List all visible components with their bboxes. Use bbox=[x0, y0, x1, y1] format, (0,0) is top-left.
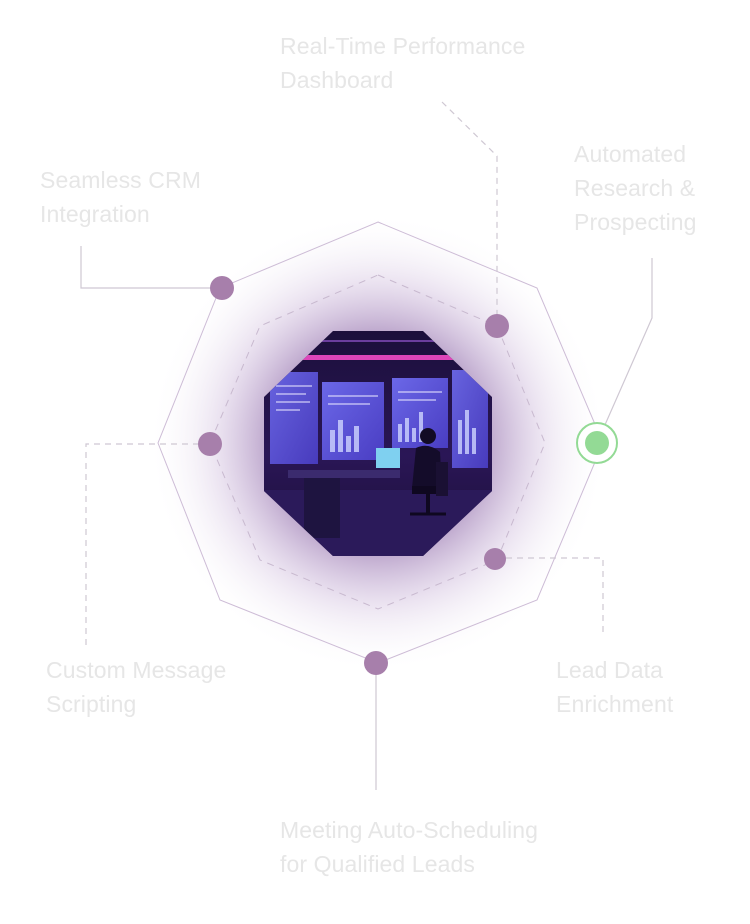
feature-label-enrich: Lead Data Enrichment bbox=[556, 653, 673, 721]
feature-label-crm: Seamless CRM Integration bbox=[40, 163, 201, 231]
connector-custom bbox=[85, 443, 210, 646]
node-crm[interactable] bbox=[210, 276, 234, 300]
feature-label-line: Meeting Auto-Scheduling bbox=[280, 817, 539, 843]
feature-label-line: Enrichment bbox=[556, 691, 674, 717]
feature-label-dashboard: Real-Time Performance Dashboard bbox=[280, 29, 525, 97]
node-enrich[interactable] bbox=[484, 548, 506, 570]
connector-crm bbox=[80, 246, 222, 289]
connector-dashboard bbox=[441, 101, 498, 326]
node-dashboard[interactable] bbox=[485, 314, 509, 338]
node-meeting[interactable] bbox=[364, 651, 388, 675]
feature-label-line: Seamless CRM bbox=[40, 167, 201, 193]
feature-label-line: for Qualified Leads bbox=[280, 851, 475, 877]
central-image bbox=[264, 331, 492, 556]
feature-label-line: Integration bbox=[40, 201, 150, 227]
feature-label-line: Prospecting bbox=[574, 209, 697, 235]
feature-label-meeting: Meeting Auto-Scheduling for Qualified Le… bbox=[280, 813, 538, 881]
connector-enrich bbox=[495, 557, 604, 634]
node-research[interactable] bbox=[585, 431, 609, 455]
node-custom[interactable] bbox=[198, 432, 222, 456]
feature-label-line: Scripting bbox=[46, 691, 137, 717]
feature-label-line: Research & bbox=[574, 175, 696, 201]
feature-label-line: Dashboard bbox=[280, 67, 394, 93]
connector-research bbox=[596, 258, 653, 444]
feature-label-line: Custom Message bbox=[46, 657, 227, 683]
feature-label-line: Lead Data bbox=[556, 657, 664, 683]
connectors bbox=[80, 101, 653, 790]
feature-label-custom: Custom Message Scripting bbox=[46, 653, 226, 721]
feature-label-line: Automated bbox=[574, 141, 687, 167]
feature-label-line: Real-Time Performance bbox=[280, 33, 526, 59]
inner-dashed-octagon bbox=[209, 274, 546, 610]
feature-label-research: Automated Research & Prospecting bbox=[574, 137, 697, 239]
